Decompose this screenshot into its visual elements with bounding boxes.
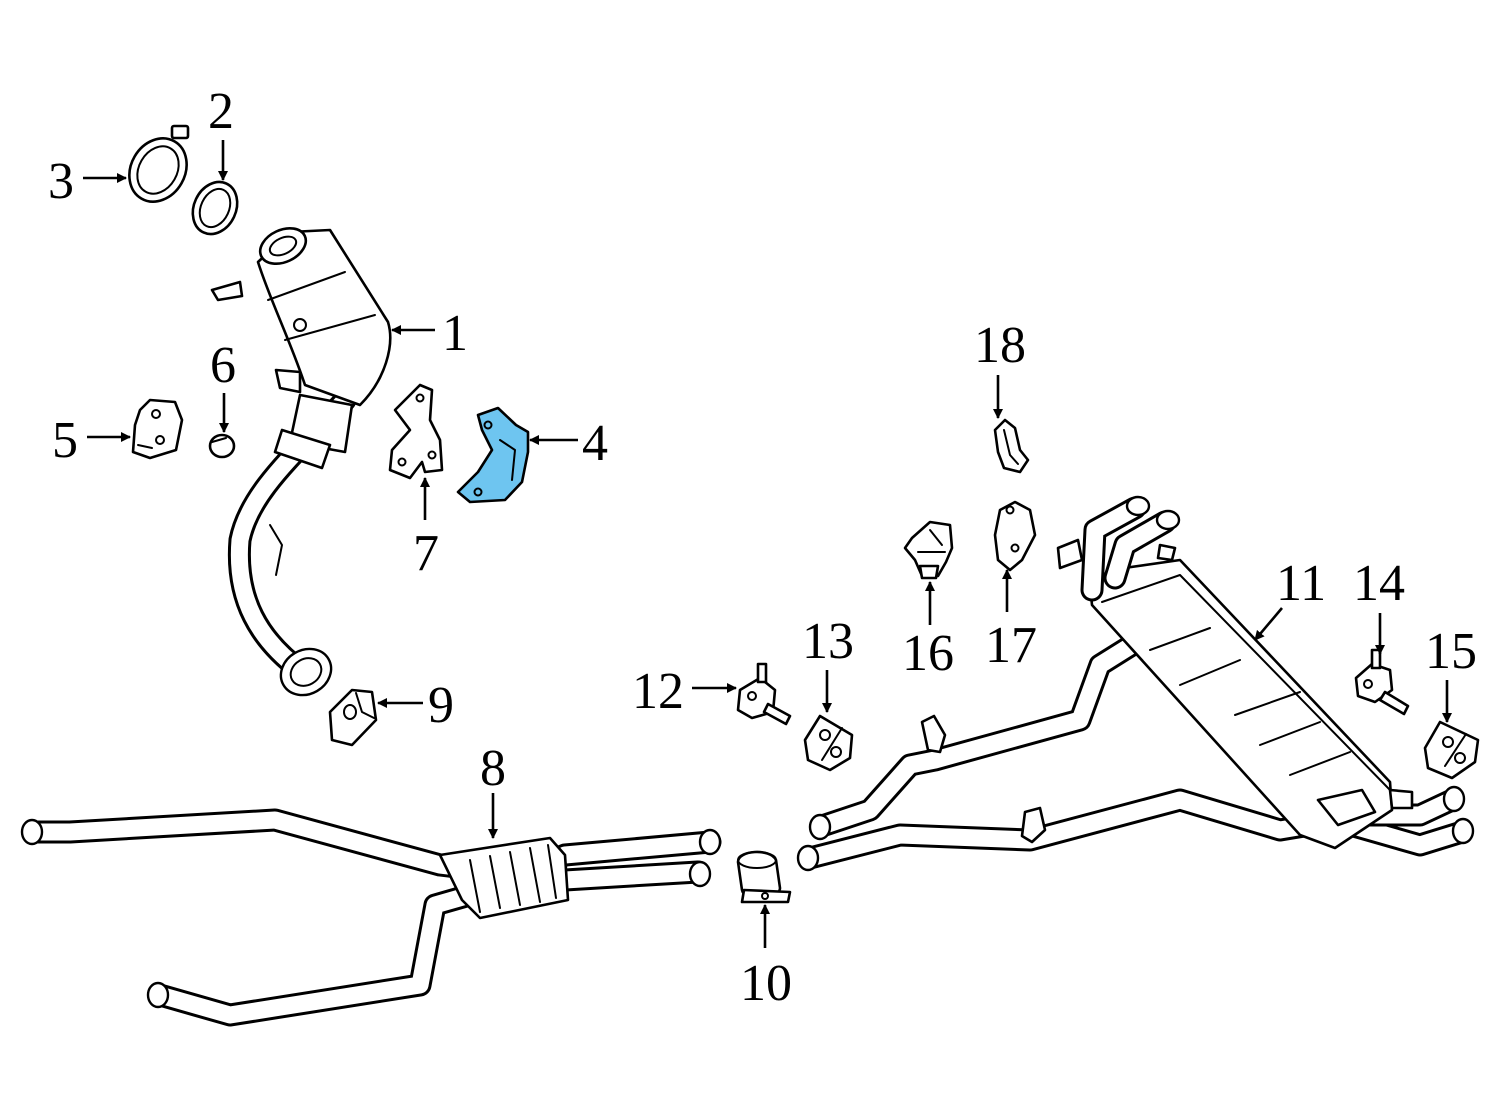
part-14-hanger-rod[interactable] — [1354, 648, 1410, 716]
part-2-gasket[interactable] — [185, 175, 246, 242]
callout-11[interactable]: 11 — [1276, 555, 1326, 612]
callout-14[interactable]: 14 — [1353, 555, 1405, 612]
callout-18[interactable]: 18 — [974, 317, 1026, 374]
callout-arrows — [83, 140, 1452, 948]
callout-8[interactable]: 8 — [480, 740, 506, 797]
part-13-isolator[interactable] — [803, 714, 854, 772]
callout-16[interactable]: 16 — [902, 625, 954, 682]
callout-5[interactable]: 5 — [52, 412, 78, 469]
part-4-bracket-highlighted[interactable] — [456, 406, 530, 504]
callout-17[interactable]: 17 — [985, 617, 1037, 674]
callout-12[interactable]: 12 — [632, 663, 684, 720]
part-1-catalytic-converter[interactable] — [210, 221, 392, 704]
callout-13[interactable]: 13 — [802, 613, 854, 670]
callout-10[interactable]: 10 — [740, 955, 792, 1012]
callout-9[interactable]: 9 — [428, 677, 454, 734]
callout-6[interactable]: 6 — [210, 337, 236, 394]
callout-4[interactable]: 4 — [582, 415, 608, 472]
part-8-center-pipe[interactable] — [20, 808, 722, 1027]
callout-2[interactable]: 2 — [208, 83, 234, 140]
part-7-bracket[interactable] — [388, 383, 444, 480]
arrow-11 — [1254, 607, 1283, 641]
callout-1[interactable]: 1 — [442, 305, 468, 362]
part-9-hanger[interactable] — [328, 688, 378, 747]
part-15-isolator[interactable] — [1423, 720, 1480, 780]
part-10-clamp[interactable] — [736, 850, 792, 904]
callout-7[interactable]: 7 — [413, 525, 439, 582]
part-6-grommet[interactable] — [208, 433, 236, 459]
callout-15[interactable]: 15 — [1425, 623, 1477, 680]
part-17-bracket[interactable] — [993, 500, 1037, 572]
callout-labels: 1 2 3 4 5 6 7 8 9 10 11 12 13 14 15 16 1… — [48, 83, 1477, 1012]
part-16-valve[interactable] — [903, 520, 954, 580]
part-5-bracket[interactable] — [131, 398, 184, 460]
callout-3[interactable]: 3 — [48, 153, 74, 210]
part-11-rear-muffler[interactable] — [796, 495, 1475, 872]
part-3-clamp[interactable] — [118, 124, 198, 212]
part-12-hanger-rod[interactable] — [736, 662, 792, 726]
part-18-clip[interactable] — [993, 418, 1030, 474]
